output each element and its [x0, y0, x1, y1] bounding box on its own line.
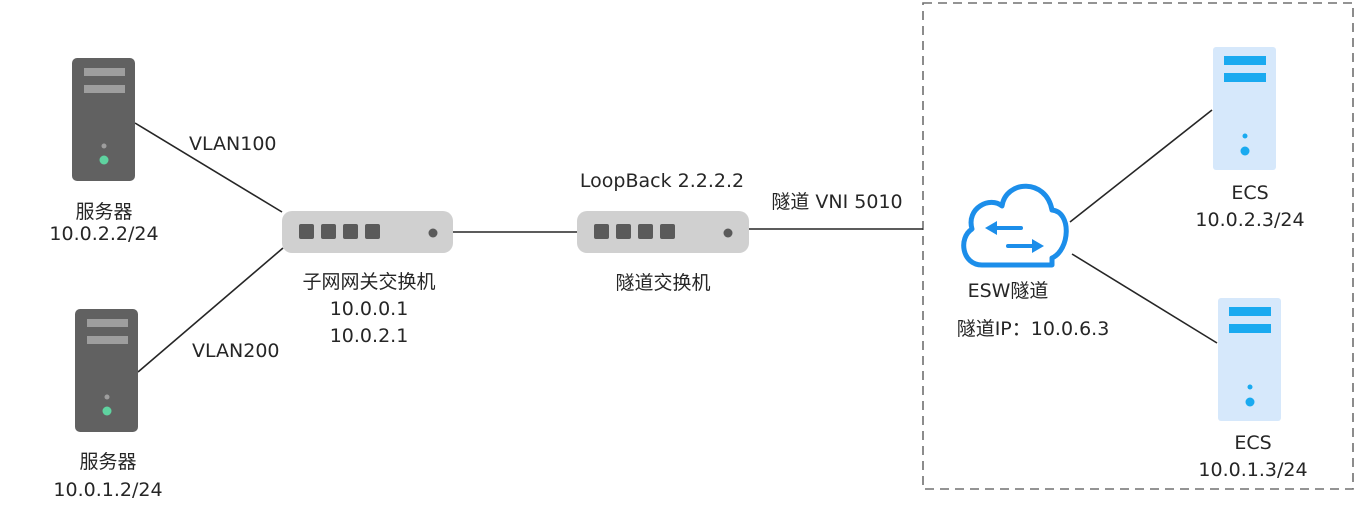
switch-icon — [577, 211, 749, 253]
vlan-100-label: VLAN100 — [189, 133, 277, 155]
server-1-name: 服务器 — [75, 201, 132, 223]
esw-name: ESW隧道 — [968, 280, 1049, 302]
vlan-200-label: VLAN200 — [192, 340, 280, 362]
server-2-ip: 10.0.1.2/24 — [53, 479, 162, 501]
server-2-name: 服务器 — [79, 451, 136, 473]
gateway-switch-ip-2: 10.0.2.1 — [330, 325, 409, 347]
link-server2-gateway — [137, 247, 284, 373]
tunnel-switch-name: 隧道交换机 — [615, 272, 710, 294]
gateway-switch-ip-1: 10.0.0.1 — [330, 298, 409, 320]
connection-lines — [134, 109, 1218, 373]
loopback-label: LoopBack 2.2.2.2 — [580, 170, 744, 192]
server-icon — [75, 309, 138, 432]
ecs-server-icon — [1218, 298, 1281, 421]
switch-icon — [282, 211, 453, 253]
ecs-server-icon — [1213, 47, 1276, 170]
link-esw-ecs2 — [1071, 253, 1218, 344]
server-icon — [72, 58, 135, 181]
ecs-1-name: ECS — [1231, 182, 1268, 204]
ecs-2-ip: 10.0.1.3/24 — [1198, 459, 1307, 481]
cloud-region-border — [922, 2, 1354, 490]
gateway-switch-name: 子网网关交换机 — [302, 271, 435, 293]
link-server1-gateway — [134, 122, 283, 213]
ecs-2-name: ECS — [1234, 432, 1271, 454]
tunnel-vni-label: 隧道 VNI 5010 — [771, 191, 902, 213]
cloud-exchange-icon — [961, 183, 1069, 268]
server-1-ip: 10.0.2.2/24 — [49, 223, 158, 245]
esw-tunnel-ip: 隧道IP：10.0.6.3 — [957, 318, 1110, 340]
link-esw-ecs1 — [1069, 109, 1213, 223]
ecs-1-ip: 10.0.2.3/24 — [1195, 209, 1304, 231]
